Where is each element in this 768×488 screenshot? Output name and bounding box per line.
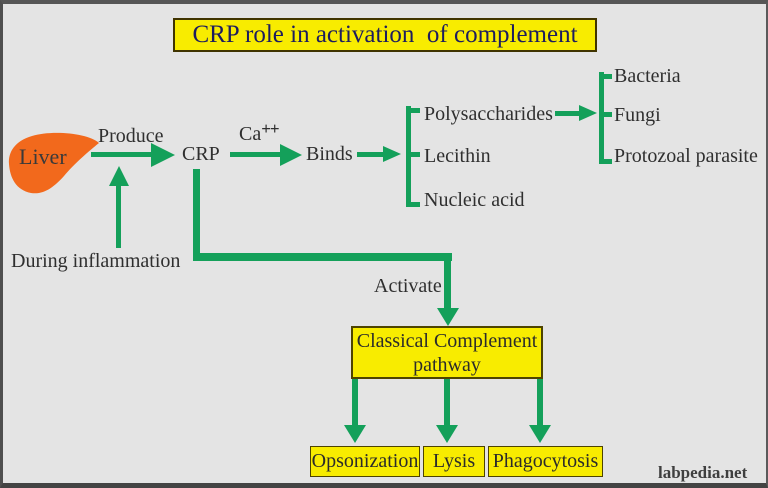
lysis-arrow-shaft xyxy=(444,379,450,426)
binds-label: Binds xyxy=(306,143,353,165)
ligand-polysaccharides: Polysaccharides xyxy=(424,103,553,125)
outcome-opsonization-label: Opsonization xyxy=(311,450,419,472)
binds-arrow-shaft xyxy=(357,152,383,157)
activate-label: Activate xyxy=(374,275,442,297)
ca-arrow-shaft xyxy=(230,152,280,157)
organism-fungi: Fungi xyxy=(614,104,661,126)
classical-complement-pathway-box: Classical Complement pathway xyxy=(351,326,543,379)
outcome-phagocytosis-box: Phagocytosis xyxy=(488,446,603,477)
produce-label: Produce xyxy=(98,125,164,147)
lysis-arrow-head xyxy=(436,425,458,443)
watermark: labpedia.net xyxy=(658,463,748,482)
title-box: CRP role in activation of complement xyxy=(173,18,597,52)
outcome-lysis-label: Lysis xyxy=(432,450,476,472)
ca-text: Ca xyxy=(239,123,262,145)
opsonization-arrow-head xyxy=(344,425,366,443)
ligand-bracket-bottom-stub xyxy=(406,202,420,207)
calcium-label: Ca++ xyxy=(239,119,280,145)
inflammation-arrow-shaft xyxy=(116,186,121,248)
organism-bracket-spine xyxy=(599,72,604,164)
ligand-bracket-top-stub xyxy=(406,108,420,113)
organism-bracket-top-stub xyxy=(599,74,612,79)
ligand-bracket-mid-stub xyxy=(406,152,420,157)
organism-bracket-bottom-stub xyxy=(599,159,612,164)
crp-down-line xyxy=(193,169,200,256)
pathway-box-line2: pathway xyxy=(413,353,481,376)
organism-bacteria: Bacteria xyxy=(614,65,681,87)
organism-protozoal-parasite: Protozoal parasite xyxy=(614,145,758,167)
activate-elbow-line xyxy=(193,253,452,261)
page-title: CRP role in activation of complement xyxy=(192,21,578,48)
outcome-opsonization-box: Opsonization xyxy=(310,446,420,477)
ligand-nucleic-acid: Nucleic acid xyxy=(424,189,525,211)
liver-label: Liver xyxy=(19,144,67,169)
produce-arrow-shaft xyxy=(91,152,151,157)
opsonization-arrow-shaft xyxy=(352,379,358,426)
organism-bracket-mid-stub xyxy=(599,112,612,117)
polysaccharides-arrow-head xyxy=(579,105,597,121)
outcome-phagocytosis-label: Phagocytosis xyxy=(492,450,599,472)
phagocytosis-arrow-shaft xyxy=(537,379,543,426)
outcome-lysis-box: Lysis xyxy=(423,446,485,477)
activate-arrow-head xyxy=(437,308,459,326)
polysaccharides-arrow-shaft xyxy=(555,111,579,116)
binds-arrow-head xyxy=(383,146,401,162)
ligand-lecithin: Lecithin xyxy=(424,145,491,167)
ca-superscript: ++ xyxy=(261,119,279,138)
pathway-box-line1: Classical Complement xyxy=(356,329,538,352)
ca-arrow-head xyxy=(280,144,302,166)
activate-arrow-shaft xyxy=(444,253,451,309)
liver-icon xyxy=(8,132,99,194)
produce-arrow-head xyxy=(151,143,175,167)
crp-label: CRP xyxy=(182,143,220,165)
inflammation-arrow-head xyxy=(109,166,129,186)
during-inflammation-label: During inflammation xyxy=(11,250,181,272)
phagocytosis-arrow-head xyxy=(529,425,551,443)
